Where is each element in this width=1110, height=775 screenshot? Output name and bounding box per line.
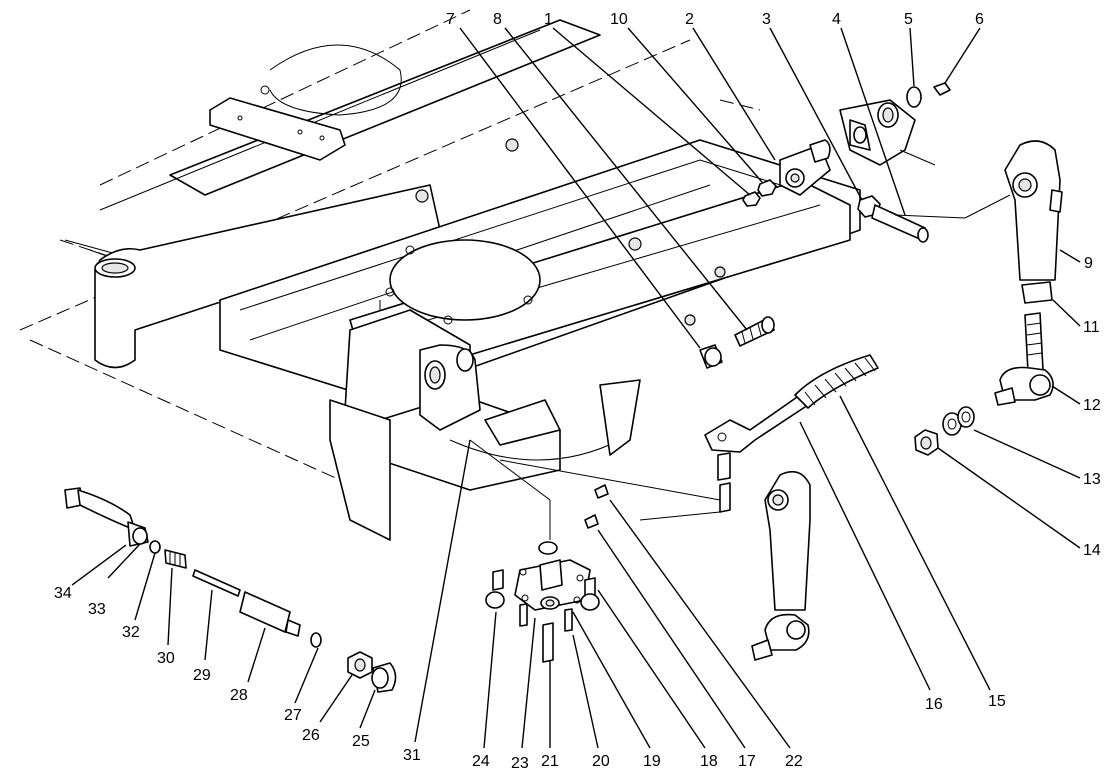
callout-3: 3 — [762, 11, 771, 28]
callout-1: 1 — [544, 11, 553, 28]
callout-14: 14 — [1083, 542, 1101, 559]
callout-5: 5 — [904, 11, 913, 28]
callout-28: 28 — [230, 687, 248, 704]
callout-21: 21 — [541, 753, 559, 770]
callout-4: 4 — [832, 11, 841, 28]
callout-26: 26 — [302, 727, 320, 744]
callout-12: 12 — [1083, 397, 1101, 414]
callout-11: 11 — [1083, 319, 1100, 336]
callout-29: 29 — [193, 667, 211, 684]
callout-30: 30 — [157, 650, 175, 667]
callout-8: 8 — [493, 11, 502, 28]
callout-34: 34 — [54, 585, 72, 602]
callout-31: 31 — [403, 747, 421, 764]
callout-13: 13 — [1083, 471, 1101, 488]
spring-rod-assembly — [704, 354, 879, 453]
leader-lines — [71, 27, 1081, 749]
callout-10: 10 — [610, 11, 628, 28]
callout-25: 25 — [352, 733, 370, 750]
hardware-washers-right — [914, 406, 975, 456]
callout-labels: 7 8 1 10 2 3 4 5 6 9 11 12 13 14 15 16 2… — [54, 11, 1101, 772]
control-link-9 — [994, 140, 1063, 406]
callout-22: 22 — [785, 753, 803, 770]
pivot-hardware — [699, 316, 775, 369]
callout-33: 33 — [88, 601, 106, 618]
control-link-lower — [639, 452, 811, 661]
callout-16: 16 — [925, 696, 943, 713]
callout-9: 9 — [1084, 255, 1093, 272]
callout-17: 17 — [738, 753, 756, 770]
callout-6: 6 — [975, 11, 984, 28]
callout-2: 2 — [685, 11, 694, 28]
callout-32: 32 — [122, 624, 140, 641]
hardware-upper-right — [857, 82, 1011, 243]
callout-18: 18 — [700, 753, 718, 770]
callout-23: 23 — [511, 755, 529, 772]
callout-24: 24 — [472, 753, 490, 770]
frame-drawing — [19, 9, 936, 541]
callout-20: 20 — [592, 753, 610, 770]
callout-15: 15 — [988, 693, 1006, 710]
lower-hub-assembly — [469, 439, 721, 663]
cable-assembly — [64, 487, 397, 693]
callout-27: 27 — [284, 707, 302, 724]
callout-7: 7 — [446, 11, 455, 28]
callout-19: 19 — [643, 753, 661, 770]
